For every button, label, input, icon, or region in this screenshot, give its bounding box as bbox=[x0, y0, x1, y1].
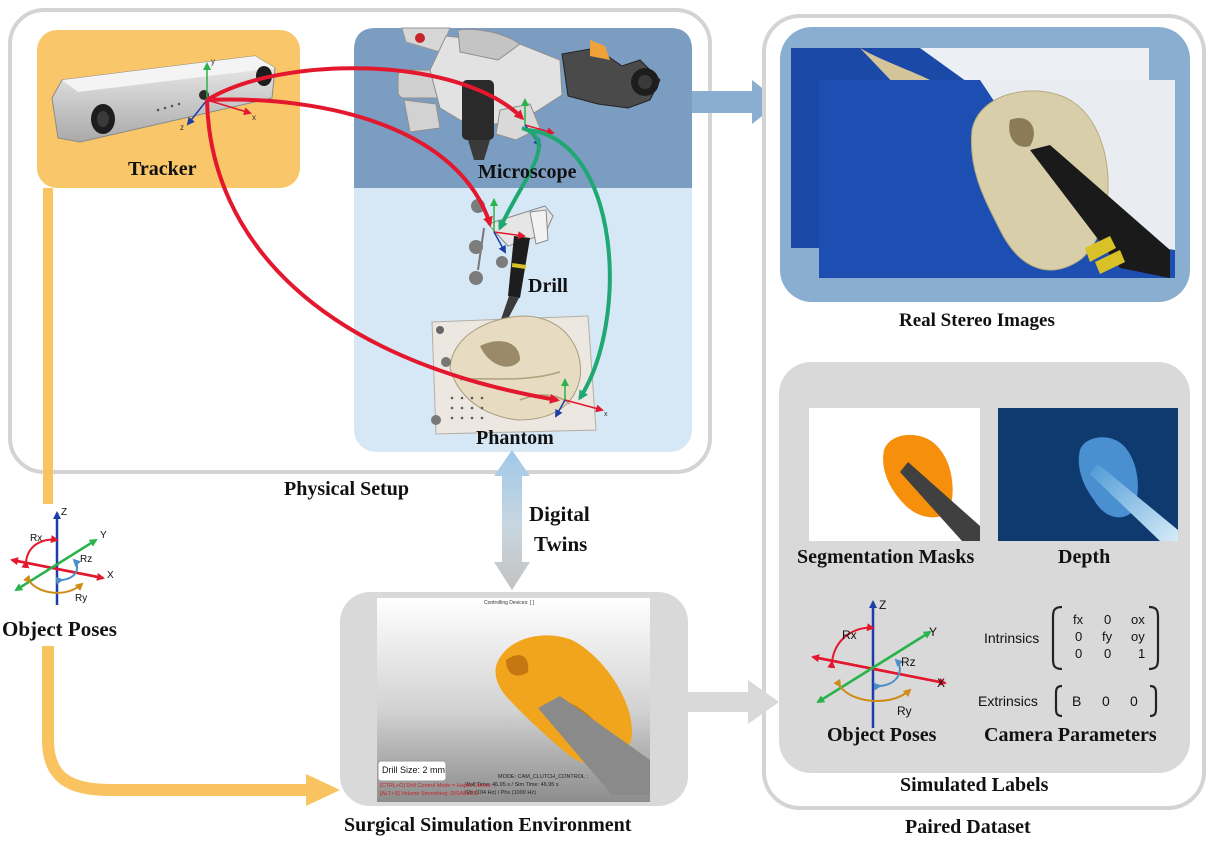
segmentation-mask-image bbox=[809, 408, 980, 541]
intrinsics-cell: 0 bbox=[1104, 646, 1112, 661]
svg-text:x: x bbox=[252, 113, 256, 122]
digital-twins-arrow bbox=[494, 450, 530, 590]
tracker-to-phantom-arrow bbox=[205, 99, 560, 404]
intrinsics-cell: oy bbox=[1131, 629, 1145, 644]
axis-x-left: X bbox=[107, 570, 114, 581]
matrix-brackets bbox=[1051, 605, 1160, 718]
depth-image bbox=[998, 408, 1178, 541]
microscope-label: Microscope bbox=[478, 161, 577, 183]
axis-y-right: Y bbox=[929, 625, 938, 639]
microscope-to-phantom-arrow bbox=[527, 128, 612, 401]
tracker-device bbox=[51, 55, 276, 143]
axis-rx-left: Rx bbox=[30, 533, 43, 544]
segmentation-label: Segmentation Masks bbox=[797, 546, 975, 568]
intrinsics-cell: fx bbox=[1073, 612, 1084, 627]
tracker-to-microscope-arrow bbox=[205, 66, 525, 121]
intrinsics-cell: 1 bbox=[1138, 646, 1146, 661]
pose-flow-arrow bbox=[42, 188, 340, 806]
intrinsics-cell: 0 bbox=[1075, 629, 1083, 644]
svg-text:y: y bbox=[211, 57, 215, 66]
drill-size-text: Drill Size: 2 mm bbox=[382, 765, 446, 775]
axis-z-right: Z bbox=[879, 598, 887, 612]
intrinsics-cell: 0 bbox=[1104, 612, 1112, 627]
axis-z-left: Z bbox=[61, 507, 68, 518]
sim-times-text: Wall Time: 46.95 s / Sim Time: 46.95 s bbox=[465, 782, 559, 788]
digital-twins-line2: Twins bbox=[534, 532, 588, 556]
sim-rates-text: Gfx (104 Hz) / Phx (1000 Hz) bbox=[465, 790, 536, 796]
tracker-to-drill-arrow bbox=[206, 97, 493, 227]
sim-status2-text: [ALT+S] Volume Smoothing: DISABLED bbox=[380, 791, 478, 797]
stereo-image-right bbox=[819, 80, 1175, 278]
intrinsics-cell: ox bbox=[1131, 612, 1145, 627]
drill-size-box bbox=[377, 760, 447, 782]
camera-parameters-label: Camera Parameters bbox=[984, 724, 1157, 746]
intrinsics-cell: fy bbox=[1102, 629, 1113, 644]
simulation-to-labels-arrow bbox=[688, 680, 779, 724]
paired-dataset-title: Paired Dataset bbox=[905, 816, 1031, 838]
microscope-to-drill-arrow bbox=[498, 126, 541, 231]
axis-x-right: X bbox=[937, 676, 946, 690]
phantom-label: Phantom bbox=[476, 427, 554, 449]
drill-label: Drill bbox=[528, 275, 568, 297]
simulated-labels-title: Simulated Labels bbox=[900, 774, 1049, 796]
svg-text:z: z bbox=[180, 123, 184, 132]
axis-rz-left: Rz bbox=[80, 554, 93, 565]
drill-device bbox=[469, 198, 554, 330]
digital-twins-line1: Digital bbox=[529, 502, 590, 526]
extrinsics-cell: B bbox=[1072, 693, 1082, 709]
tracker-label: Tracker bbox=[128, 158, 197, 180]
simulation-title: Surgical Simulation Environment bbox=[344, 814, 632, 836]
svg-text:x: x bbox=[604, 411, 608, 418]
intrinsics-label: Intrinsics bbox=[984, 630, 1040, 646]
microscope-to-stereo-arrow bbox=[692, 80, 780, 124]
depth-label: Depth bbox=[1058, 546, 1111, 568]
axis-y-left: Y bbox=[100, 530, 107, 541]
axis-rz-right: Rz bbox=[901, 655, 916, 669]
sim-status1-text: [CTRL+O] Drill Control Mode = Haptic Dev… bbox=[380, 783, 497, 789]
object-poses-right-label: Object Poses bbox=[827, 724, 937, 746]
simulation-drill-tool bbox=[538, 696, 650, 795]
object-poses-left-label: Object Poses bbox=[2, 617, 117, 641]
sim-mode-text: MODE: CAM_CLUTCH_CONTROL ; bbox=[498, 774, 588, 780]
object-poses-axes-right bbox=[811, 600, 947, 728]
object-poses-axes-left bbox=[10, 511, 105, 605]
extrinsics-cell: 0 bbox=[1102, 693, 1110, 709]
axis-rx-right: Rx bbox=[842, 628, 857, 642]
axis-ry-left: Ry bbox=[75, 593, 88, 604]
physical-setup-title: Physical Setup bbox=[284, 478, 410, 500]
tracking-arrows bbox=[205, 66, 560, 404]
microscope-device bbox=[397, 27, 661, 160]
phantom-device: x bbox=[431, 315, 608, 435]
extrinsics-cell: 0 bbox=[1130, 693, 1138, 709]
axis-ry-right: Ry bbox=[897, 704, 912, 718]
intrinsics-cell: 0 bbox=[1075, 646, 1083, 661]
real-stereo-title: Real Stereo Images bbox=[899, 310, 1055, 331]
microscope-arrows bbox=[498, 126, 612, 401]
tracker-axes: y x z bbox=[180, 57, 256, 132]
sim-header-text: Controlling Devices: [ ] bbox=[484, 600, 535, 606]
extrinsics-label: Extrinsics bbox=[978, 693, 1038, 709]
